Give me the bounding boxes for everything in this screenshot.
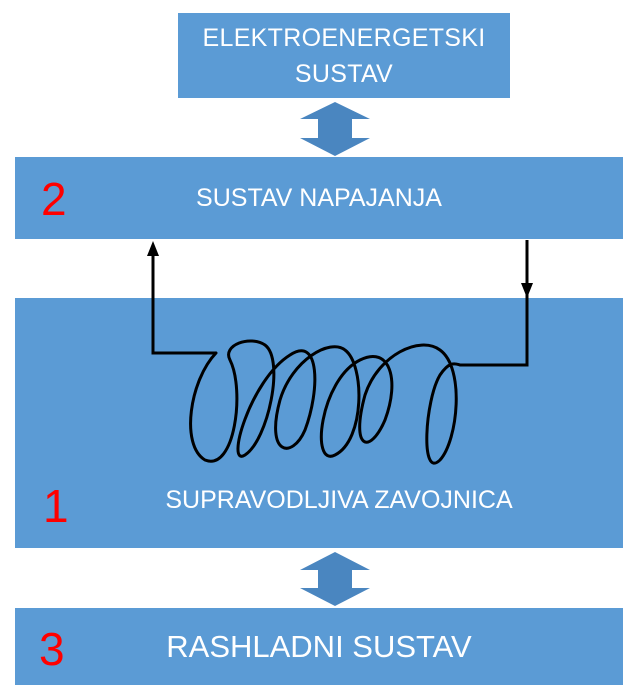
power-system-label-line1: ELEKTROENERGETSKI	[202, 23, 486, 52]
supply-number: 2	[41, 173, 67, 225]
superconducting-coil-box: 1 SUPRAVODLJIVA ZAVOJNICA	[15, 298, 623, 548]
coil-label: SUPRAVODLJIVA ZAVOJNICA	[165, 486, 513, 514]
cooling-label: RASHLADNI SUSTAV	[166, 628, 472, 664]
power-system-label-line2: SUSTAV	[294, 59, 394, 88]
cooling-system-box: 3 RASHLADNI SUSTAV	[15, 608, 623, 685]
power-system-box: ELEKTROENERGETSKI SUSTAV	[178, 13, 510, 98]
coil-number: 1	[43, 480, 69, 532]
double-arrow-bottom	[300, 552, 370, 606]
double-arrow-top	[300, 102, 370, 156]
cooling-number: 3	[39, 623, 65, 675]
supply-label: SUSTAV NAPAJANJA	[196, 183, 442, 212]
supply-system-box: 2 SUSTAV NAPAJANJA	[15, 157, 623, 239]
